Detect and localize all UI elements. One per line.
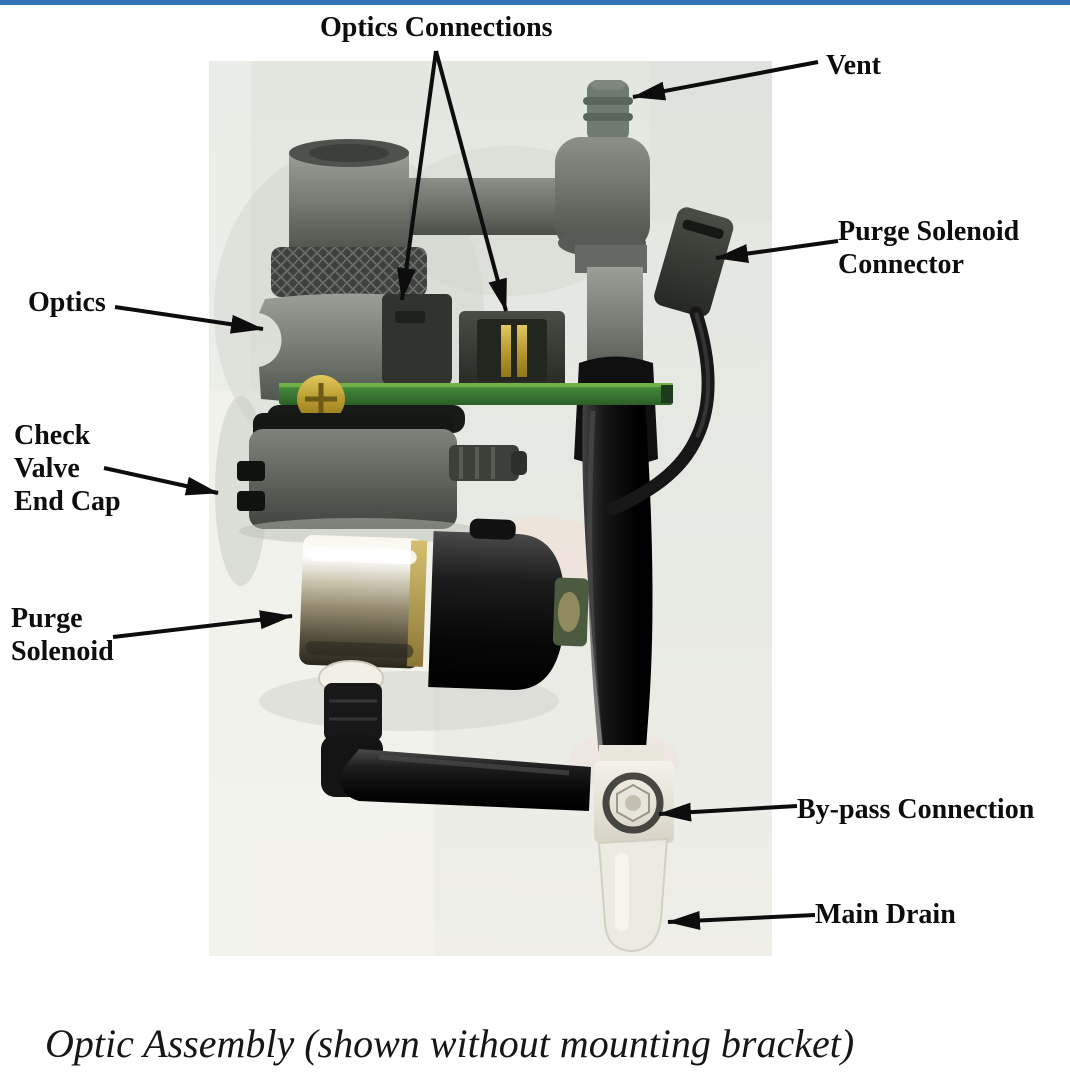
label-line: Solenoid	[11, 636, 114, 667]
check-valve-end-cap-prong	[237, 461, 265, 481]
solenoid-metal-can	[299, 534, 424, 669]
label-line: Connector	[838, 249, 964, 280]
label-purge-solenoid: Purge Solenoid	[11, 602, 114, 668]
check-valve-part	[237, 413, 527, 544]
label-main-drain: Main Drain	[815, 899, 956, 930]
bypass-connection-part	[594, 745, 674, 843]
vent-fitting	[583, 80, 633, 141]
label-purge-solenoid-connector: Purge Solenoid Connector	[838, 215, 1019, 281]
label-line: Purge	[11, 603, 83, 634]
label-vent: Vent	[826, 50, 881, 81]
label-line: Valve	[14, 453, 80, 484]
wall-top-right	[649, 61, 772, 221]
label-line: Check	[14, 420, 91, 451]
label-check-valve-end-cap: Check Valve End Cap	[14, 419, 121, 518]
purge-solenoid-connector-part	[606, 207, 734, 516]
horizontal-arm	[389, 178, 584, 235]
barb-fitting	[449, 445, 519, 481]
label-line: End Cap	[14, 486, 121, 517]
bypass-black-tube	[340, 749, 591, 811]
gold-pin	[517, 325, 527, 377]
optics-part	[259, 139, 565, 404]
lower-elbow-part	[318, 660, 591, 811]
solenoid-coil	[428, 531, 565, 690]
arrow-check-valve-end-cap	[103, 466, 219, 496]
optics-connection-a	[382, 294, 452, 384]
purge-solenoid-part	[299, 518, 589, 690]
label-line: Purge Solenoid	[838, 216, 1020, 247]
top-blue-rule	[0, 0, 1070, 5]
label-bypass-connection: By-pass Connection	[797, 794, 1035, 825]
figure-caption: Optic Assembly (shown without mounting b…	[45, 1021, 855, 1066]
optics-top-tube	[289, 151, 409, 251]
check-valve-end-cap-prong	[237, 491, 265, 511]
main-drain-part	[597, 837, 669, 953]
photo-illustration	[209, 61, 772, 956]
label-optics-connections: Optics Connections	[320, 12, 553, 43]
gold-pin	[501, 325, 511, 377]
drain-tube	[597, 837, 669, 953]
optic-assembly-photo	[209, 61, 772, 956]
check-valve-body	[249, 429, 457, 529]
knurled-ring	[271, 247, 427, 297]
elbow-nut	[324, 683, 382, 741]
brass-ring	[406, 540, 428, 667]
label-optics: Optics	[28, 287, 106, 318]
